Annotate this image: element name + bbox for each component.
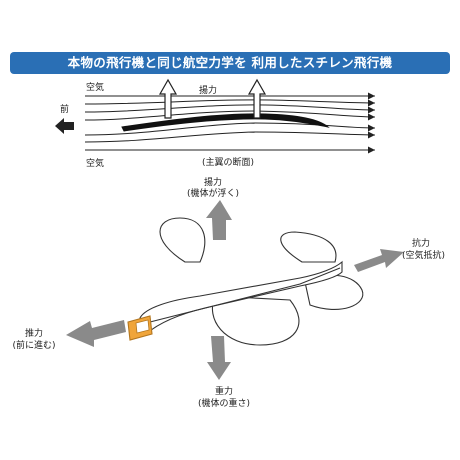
tail-right-blade <box>280 231 337 263</box>
streamline-3 <box>84 104 376 114</box>
air-label-bottom: 空気 <box>86 159 105 169</box>
drag-force-arrow <box>354 249 404 272</box>
lift-force-arrow <box>206 200 232 240</box>
tail-left-blade <box>159 217 206 263</box>
lift-arrow-left <box>158 78 178 119</box>
drag-subtitle: (空気抵抗) <box>402 251 446 261</box>
airflow-streamlines <box>84 92 376 154</box>
forward-arrow <box>55 118 74 134</box>
thrust-force-arrow <box>66 320 126 347</box>
air-label-top: 空気 <box>86 83 105 93</box>
front-label: 前 <box>60 105 70 115</box>
fuselage <box>139 260 343 335</box>
styrene-airplane <box>127 217 364 346</box>
streamline-2 <box>84 99 376 107</box>
main-wing-lower <box>211 295 300 346</box>
streamline-4 <box>84 110 376 121</box>
title-banner: 本物の飛行機と同じ航空力学を 利用したスチレン飛行機 <box>10 52 450 74</box>
airfoil-lift-label: 揚力 <box>199 86 218 96</box>
thrust-subtitle: (前に進む) <box>12 341 56 351</box>
wing-cross-section <box>121 113 330 132</box>
wing-section-caption: (主翼の断面) <box>201 158 255 168</box>
fuselage-groove <box>149 267 341 323</box>
streamline-6 <box>84 131 376 143</box>
streamline-5 <box>84 122 376 136</box>
thrust-title: 推力 <box>24 329 44 339</box>
nose-cap <box>135 319 150 334</box>
gravity-title: 重力 <box>214 387 234 397</box>
lift-subtitle: (機体が浮く) <box>186 189 240 199</box>
force-arrows <box>66 200 404 380</box>
drag-title: 抗力 <box>412 239 431 249</box>
gravity-force-arrow <box>207 336 231 380</box>
gravity-subtitle: (機体の重さ) <box>197 399 251 409</box>
lift-arrow-right <box>247 78 267 119</box>
lift-title: 揚力 <box>203 178 223 188</box>
